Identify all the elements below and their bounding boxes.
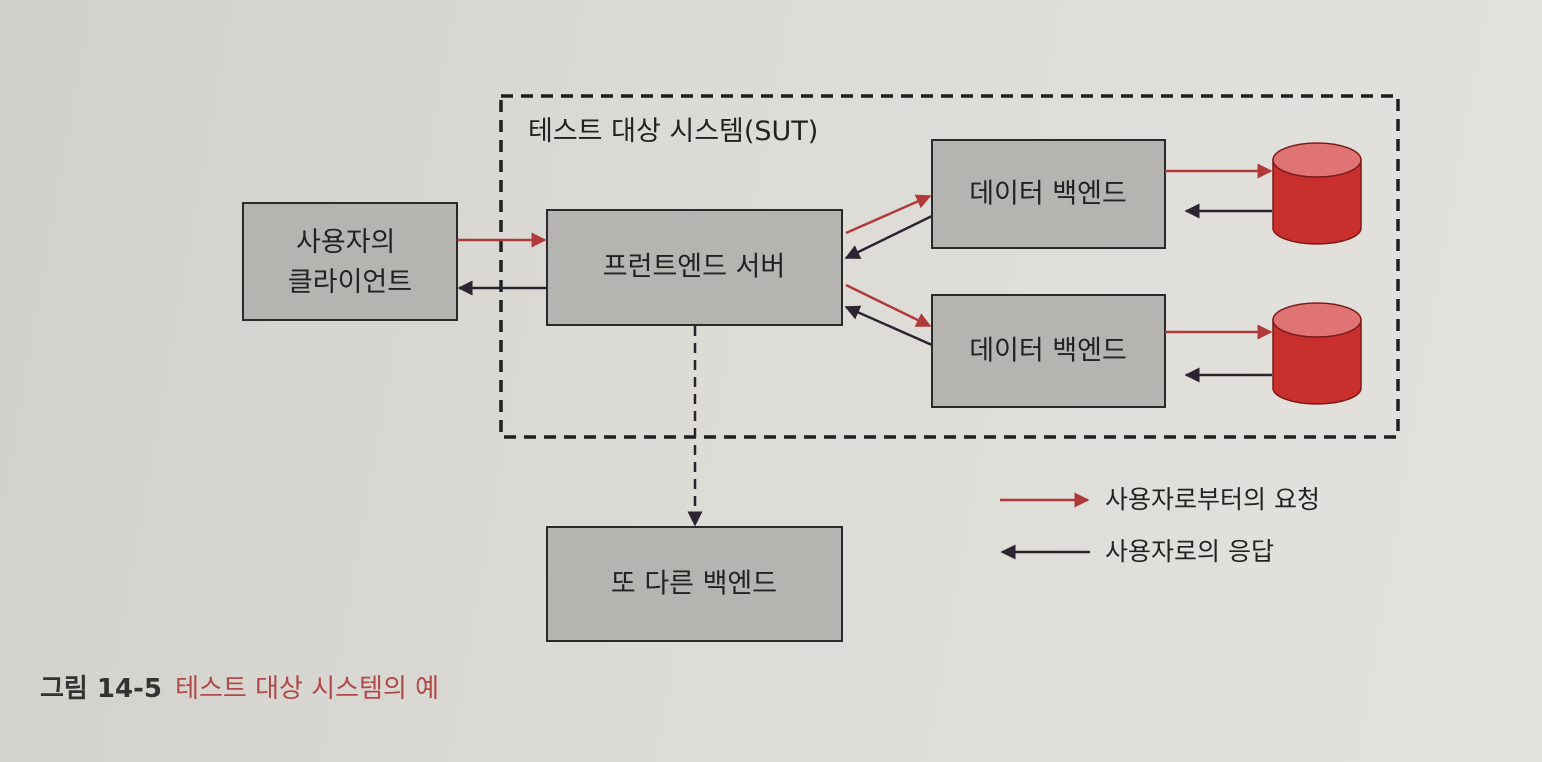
client-label: 사용자의 클라이언트 [288,227,412,298]
data-backend-label: 데이터 백엔드 [969,336,1127,367]
client-box: 사용자의 클라이언트 [242,202,458,321]
response-arrow [844,214,933,260]
data-backend-label: 데이터 백엔드 [969,179,1127,210]
request-arrow [845,283,932,328]
other-backend-label: 또 다른 백엔드 [611,569,777,600]
legend-request-label: 사용자로부터의 요청 [1105,485,1320,514]
figure-caption: 그림 14-5 테스트 대상 시스템의 예 [40,674,439,704]
response-arrow [844,305,933,347]
database-icon [1272,302,1362,405]
frontend-server-box: 프런트엔드 서버 [546,209,843,326]
database-icon [1272,142,1362,245]
data-backend-box-1: 데이터 백엔드 [931,139,1166,249]
data-backend-box-2: 데이터 백엔드 [931,294,1166,408]
figure-number: 그림 14-5 [40,674,162,704]
figure-title: 테스트 대상 시스템의 예 [175,674,439,704]
frontend-server-label: 프런트엔드 서버 [603,252,785,283]
sut-boundary [499,94,1400,439]
sut-label: 테스트 대상 시스템(SUT) [528,116,818,147]
legend-response-label: 사용자로의 응답 [1105,537,1274,566]
other-backend-box: 또 다른 백엔드 [546,526,843,642]
request-arrow [845,194,932,235]
